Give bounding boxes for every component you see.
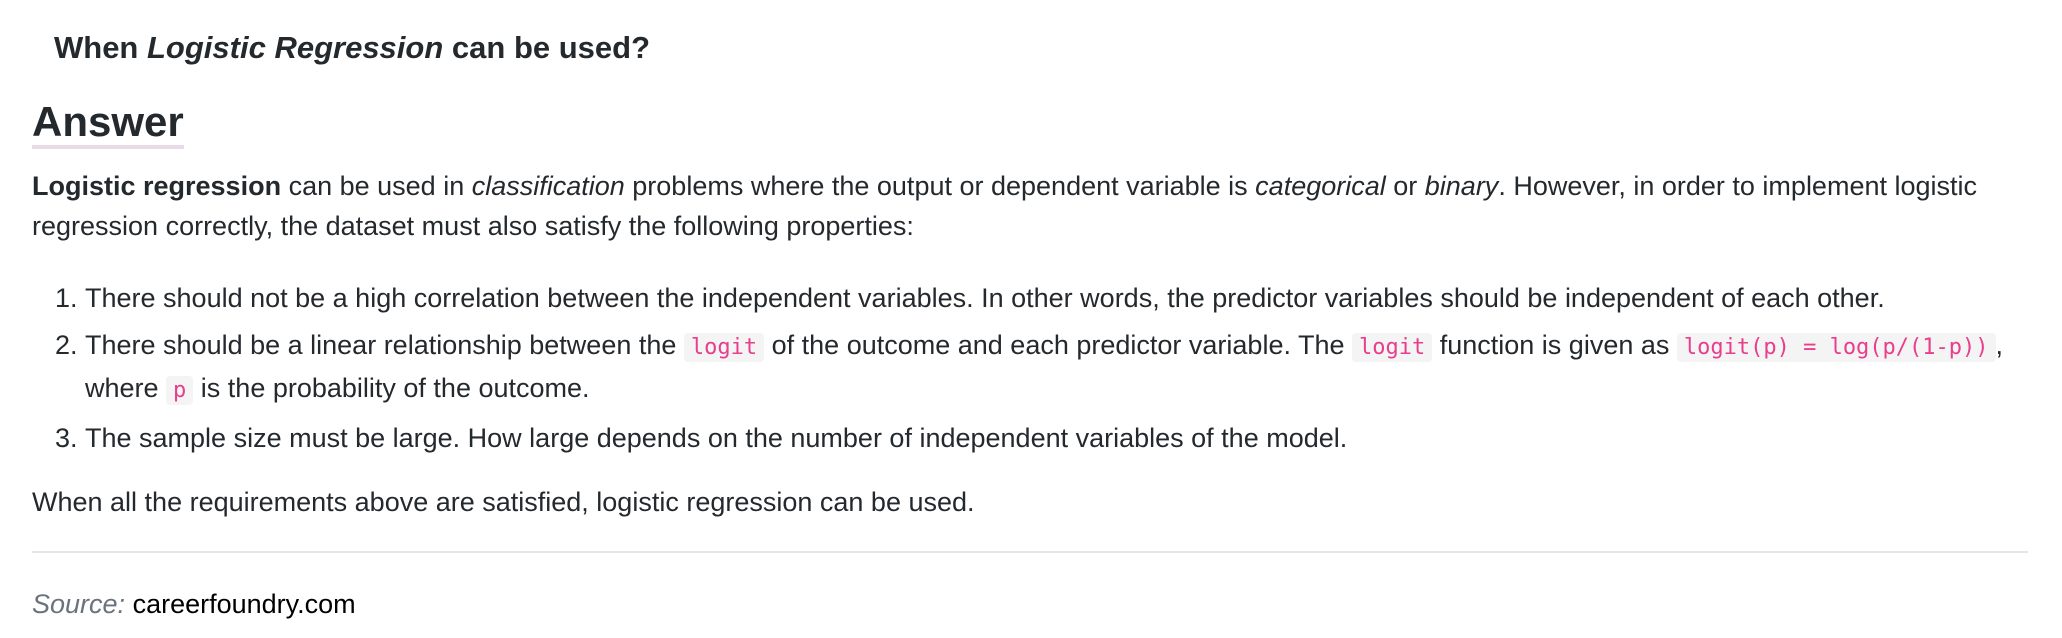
requirement-2-text-3: function is given as xyxy=(1432,330,1677,360)
intro-bold-term: Logistic regression xyxy=(32,171,282,201)
requirement-item-3: The sample size must be large. How large… xyxy=(85,418,2032,458)
requirements-list: There should not be a high correlation b… xyxy=(32,278,2032,465)
requirement-item-1: There should not be a high correlation b… xyxy=(85,278,2032,318)
inline-code-logit-function: logit xyxy=(1352,333,1433,362)
answer-heading: Answer xyxy=(32,96,184,149)
intro-text-1: can be used in xyxy=(281,171,472,201)
question-heading: When Logistic Regression can be used? xyxy=(54,28,650,68)
intro-text-4: . However, in order to implement logisti… xyxy=(32,171,1978,241)
answer-heading-text: Answer xyxy=(32,98,184,149)
intro-emphasis-categorical: categorical xyxy=(1255,171,1386,201)
question-suffix: can be used? xyxy=(443,30,651,65)
conclusion-paragraph: When all the requirements above are sati… xyxy=(32,487,975,517)
requirement-1-text: There should not be a high correlation b… xyxy=(85,283,1885,313)
question-emphasis: Logistic Regression xyxy=(147,30,444,65)
source-label: Source: xyxy=(32,589,126,619)
requirement-3-text: The sample size must be large. How large… xyxy=(85,423,1348,453)
source-link[interactable]: careerfoundry.com xyxy=(132,589,356,619)
inline-code-logit-formula: logit(p) = log(p/(1-p)) xyxy=(1676,333,1996,362)
requirement-item-2: There should be a linear relationship be… xyxy=(85,325,2032,411)
requirement-2-text-2: of the outcome and each predictor variab… xyxy=(764,330,1352,360)
intro-paragraph: Logistic regression can be used in class… xyxy=(32,166,2022,246)
requirement-2-text-1: There should be a linear relationship be… xyxy=(85,330,684,360)
inline-code-p: p xyxy=(166,376,194,405)
inline-code-logit: logit xyxy=(683,333,765,362)
intro-emphasis-binary: binary xyxy=(1424,171,1499,201)
requirement-2-text-4: , where xyxy=(85,330,2004,403)
intro-emphasis-classification: classification xyxy=(471,171,625,201)
requirement-2-text-5: is the probability of the outcome. xyxy=(193,373,590,403)
source-line: Source: careerfoundry.com xyxy=(32,584,356,624)
intro-text-3: or xyxy=(1385,171,1425,201)
divider xyxy=(32,551,2028,553)
question-prefix: When xyxy=(54,30,147,65)
intro-text-2: problems where the output or dependent v… xyxy=(624,171,1256,201)
